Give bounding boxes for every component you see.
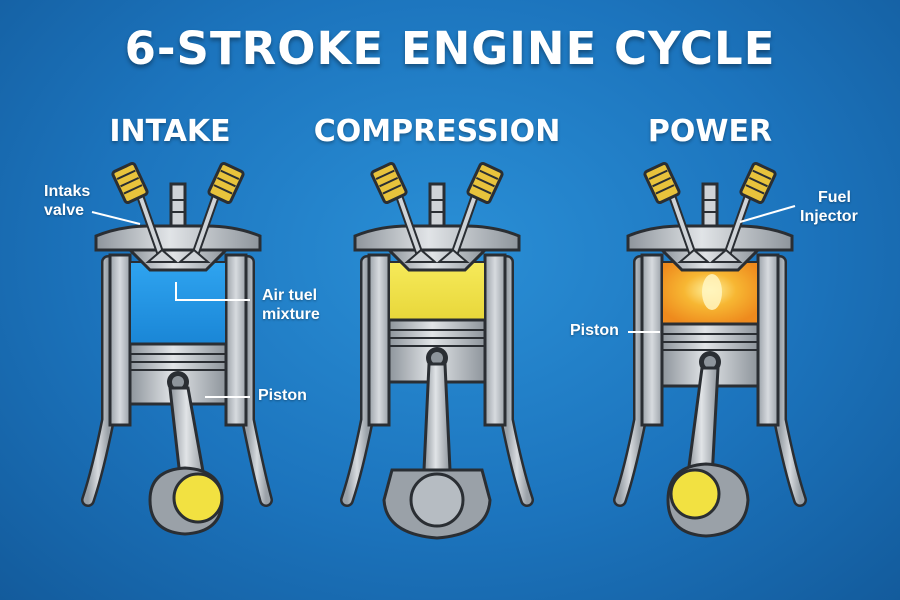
label-air-fuel-mixture: Air tuel mixture	[262, 287, 320, 323]
combustion-chamber	[129, 261, 227, 345]
exhaust-valve	[436, 162, 504, 263]
crankshaft	[148, 466, 224, 536]
exhaust-valve	[709, 162, 777, 263]
stage-title-power: POWER	[647, 114, 773, 149]
fuel-injector	[701, 182, 719, 228]
spark-plug	[169, 182, 187, 228]
label-intake-valve: Intaks valve	[44, 183, 91, 219]
connecting-rod	[422, 362, 452, 472]
label-piston-intake: Piston	[258, 387, 307, 404]
spark-plug	[428, 182, 446, 228]
stage-title-intake: INTAKE	[109, 114, 231, 149]
page-title: 6-STROKE ENGINE CYCLE	[124, 22, 776, 75]
engine-intake	[81, 162, 273, 536]
label-piston-power: Piston	[570, 322, 619, 339]
leader-lines	[91, 205, 796, 398]
label-fuel-injector: Fuel Injector	[800, 189, 858, 225]
stage-title-compression: COMPRESSION	[313, 114, 561, 149]
crankshaft	[382, 468, 492, 540]
intake-valve	[370, 162, 438, 263]
exhaust-valve	[177, 162, 245, 263]
engine-power	[613, 162, 807, 538]
ignition-flame	[702, 274, 722, 310]
intake-valve	[643, 162, 711, 263]
intake-valve	[111, 162, 179, 263]
engine-compression	[340, 162, 534, 540]
crankshaft	[666, 462, 750, 538]
